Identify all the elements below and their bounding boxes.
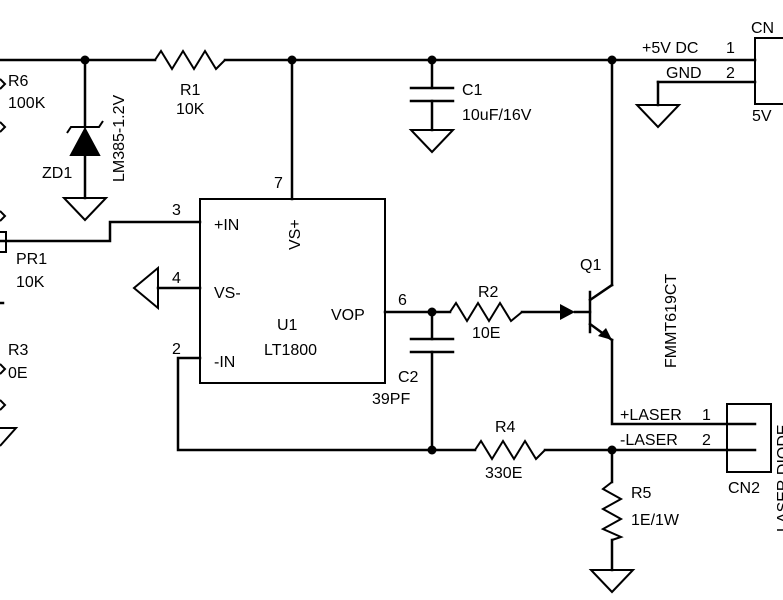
r5-value: 1E/1W: [631, 512, 680, 529]
ground-icon: [634, 104, 682, 129]
potentiometer-pr1: PR1 10K: [0, 210, 47, 291]
ic-body: [199, 198, 386, 384]
resistor-icon: [0, 78, 7, 90]
zd1-ref: ZD1: [42, 165, 72, 182]
u1-pin3-num: 3: [172, 202, 181, 219]
resistor-r1: R1 10K: [154, 49, 226, 118]
cn1-value: 5V: [752, 108, 772, 125]
cn2-pin1-name: +LASER: [620, 407, 682, 424]
resistor-r2: R2 10E: [449, 284, 523, 342]
ground-icon: [408, 129, 456, 154]
resistor-r6: R6 100K: [0, 73, 46, 133]
junction-dot: [607, 445, 617, 455]
c1-ref: C1: [462, 82, 483, 99]
cn1-pin1-num: 1: [726, 40, 735, 57]
resistor-icon: [474, 439, 546, 461]
r3-value: 0E: [8, 365, 28, 382]
r4-ref: R4: [495, 419, 516, 436]
ground-icon: [61, 197, 109, 222]
c1-value: 10uF/16V: [462, 107, 532, 124]
junction-dot: [427, 55, 437, 65]
cn1-ref: CN: [751, 20, 774, 37]
u1-value: LT1800: [264, 342, 317, 359]
cn1-pin1-name: +5V DC: [642, 40, 698, 57]
u1-pin4-name: VS-: [214, 285, 241, 302]
r1-value: 10K: [176, 101, 205, 118]
wires: [0, 58, 757, 572]
u1-pin2-name: -IN: [214, 354, 235, 371]
opamp-u1: 3 +IN 4 VS- 2 -IN 7 VS+ 6 VOP U1 LT1800: [172, 175, 407, 384]
potentiometer-icon: [0, 210, 7, 222]
resistor-r4: R4 330E: [474, 419, 546, 482]
resistor-icon: [600, 481, 624, 541]
u1-pin6-name: VOP: [331, 307, 365, 324]
u1-ref: U1: [277, 317, 298, 334]
ground-icon: [0, 427, 19, 447]
capacitor-icon: [409, 86, 455, 103]
zd1-value: LM385-1.2V: [111, 95, 128, 182]
connector-icon: [726, 403, 772, 473]
cn1-pin2-name: GND: [666, 65, 702, 82]
transistor-q1: Q1 FMMT619CT: [560, 257, 680, 368]
junctions: [80, 55, 617, 455]
connector-icon: [754, 37, 783, 105]
zener-diode-icon: [69, 126, 101, 156]
capacitor-c1: C1 10uF/16V: [409, 82, 532, 124]
capacitor-c2: C2 39PF: [372, 337, 455, 408]
resistor-icon: [154, 49, 226, 71]
pr1-ref: PR1: [16, 251, 47, 268]
cn2-pin1-num: 1: [702, 407, 711, 424]
c2-value: 39PF: [372, 391, 410, 408]
junction-dot: [427, 307, 437, 317]
c2-ref: C2: [398, 369, 419, 386]
ground-symbols: [0, 104, 682, 594]
u1-pin2-num: 2: [172, 341, 181, 358]
cn2-ref: CN2: [728, 480, 760, 497]
cn1-pin2-num: 2: [726, 65, 735, 82]
q1-ref: Q1: [580, 257, 601, 274]
u1-pin7-name: VS+: [287, 219, 304, 250]
capacitor-icon: [409, 337, 455, 354]
u1-pin7-num: 7: [274, 175, 283, 192]
u1-pin4-num: 4: [172, 270, 181, 287]
resistor-icon: [449, 301, 523, 323]
junction-dot: [80, 55, 90, 65]
resistor-r3: R3 0E: [0, 342, 29, 411]
ground-icon: [588, 569, 636, 594]
junction-dot: [607, 55, 617, 65]
cn2-value: LASER DIODE: [775, 424, 783, 532]
connector-cn2: +LASER 1 -LASER 2 CN2 LASER DIODE: [620, 403, 783, 532]
junction-dot: [287, 55, 297, 65]
junction-dot: [427, 445, 437, 455]
q1-value: FMMT619CT: [663, 274, 680, 368]
emitter-arrow-icon: [598, 328, 612, 340]
resistor-r5: R5 1E/1W: [600, 481, 680, 541]
u1-pin6-num: 6: [398, 292, 407, 309]
r6-value: 100K: [8, 95, 46, 112]
resistor-icon: [0, 399, 7, 411]
resistor-icon: [0, 363, 7, 375]
u1-pin3-name: +IN: [214, 217, 239, 234]
pr1-value: 10K: [16, 274, 45, 291]
r2-value: 10E: [472, 325, 500, 342]
r1-ref: R1: [180, 82, 201, 99]
r6-ref: R6: [8, 73, 29, 90]
zener-zd1: ZD1 LM385-1.2V: [42, 95, 128, 182]
cn2-pin2-name: -LASER: [620, 432, 678, 449]
ground-icon: [132, 265, 159, 311]
r5-ref: R5: [631, 485, 652, 502]
resistor-icon: [0, 121, 7, 133]
r3-ref: R3: [8, 342, 29, 359]
connector-cn1: CN 5V +5V DC 1 GND 2: [642, 20, 783, 125]
r2-ref: R2: [478, 284, 499, 301]
r4-value: 330E: [485, 465, 522, 482]
cn2-pin2-num: 2: [702, 432, 711, 449]
arrow-icon: [560, 304, 575, 320]
